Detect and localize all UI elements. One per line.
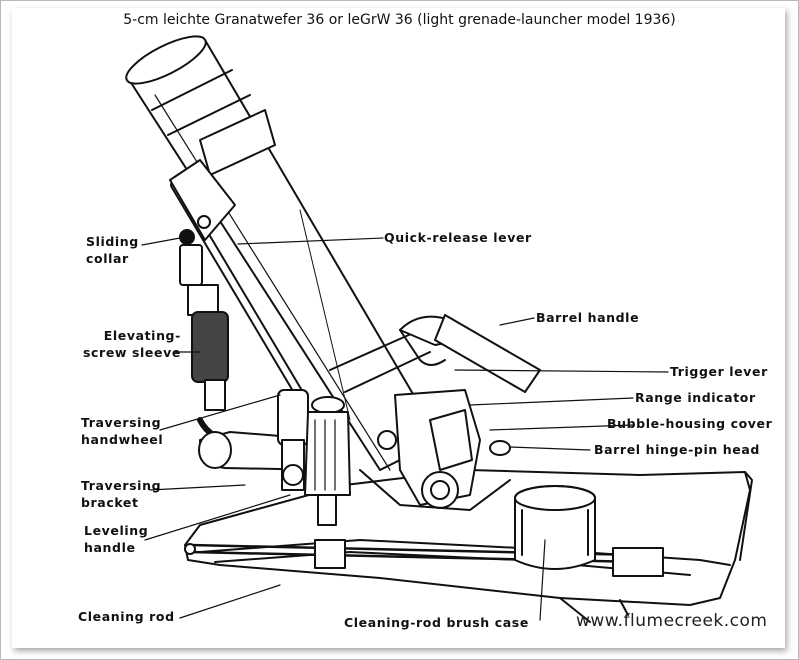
figure-title: 5-cm leichte Granatwefer 36 or leGrW 36 … [123,12,676,28]
watermark: www.flumecreek.com [576,611,768,631]
label-elevating-screw-sleeve: Elevating- screw sleeve [83,328,181,360]
label-barrel-hinge-pin-head: Barrel hinge-pin head [594,442,760,457]
label-cleaning-rod-brush-case: Cleaning-rod brush case [344,615,529,630]
label-quick-release-lever: Quick-release lever [384,230,532,245]
traversing-mechanism [198,389,331,491]
label-traversing-handwheel: Traversing handwheel [81,415,164,447]
leader-lines [141,237,669,621]
label-cleaning-rod: Cleaning rod [78,609,175,624]
mount-block [359,389,511,511]
label-barrel-handle: Barrel handle [536,310,640,325]
label-trigger-lever: Trigger lever [670,364,768,379]
leveling-handle [304,396,351,526]
label-leveling-handle: Leveling handle [84,523,149,555]
label-bubble-housing-cover: Bubble-housing cover [607,416,773,431]
label-sliding-collar: Sliding collar [86,234,139,266]
brush-case [514,485,596,570]
barrel-handle [399,314,541,393]
label-range-indicator: Range indicator [635,390,756,405]
label-traversing-bracket: Traversing bracket [81,478,162,510]
elevating-screw [169,159,305,451]
